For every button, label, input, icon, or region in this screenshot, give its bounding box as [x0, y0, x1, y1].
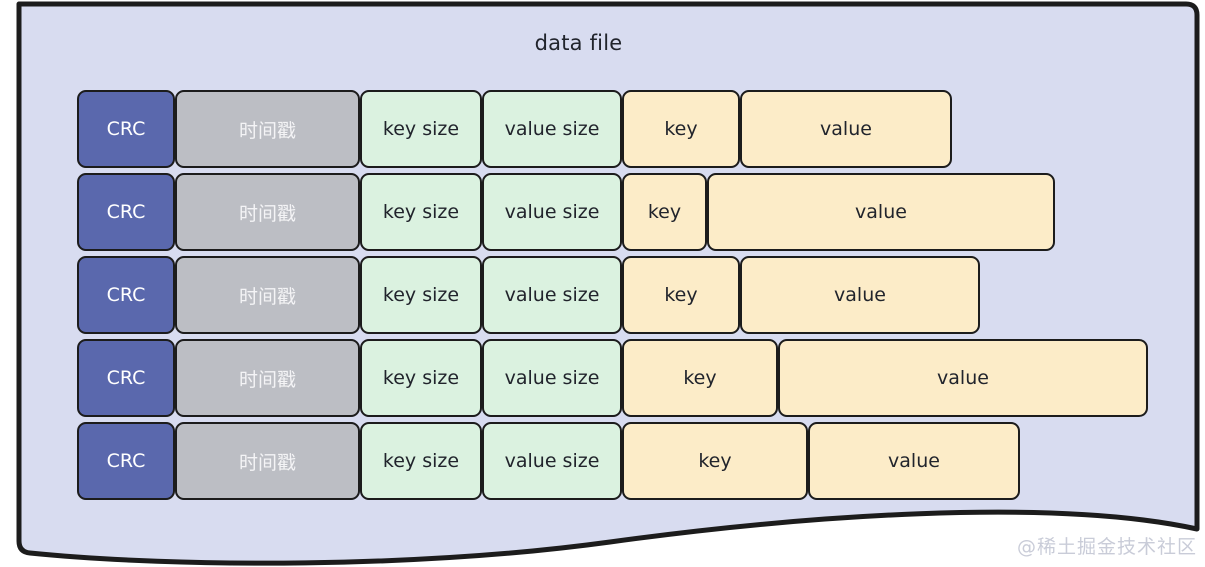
- field-value-size[interactable]: value size: [482, 173, 622, 251]
- field-timestamp[interactable]: 时间戳: [175, 173, 360, 251]
- field-value[interactable]: value: [740, 256, 980, 334]
- field-crc[interactable]: CRC: [77, 90, 175, 168]
- field-key[interactable]: key: [622, 173, 707, 251]
- field-key[interactable]: key: [622, 339, 778, 417]
- watermark: @稀土掘金技术社区: [1016, 536, 1197, 558]
- field-key-size[interactable]: key size: [360, 422, 482, 500]
- field-timestamp[interactable]: 时间戳: [175, 422, 360, 500]
- field-value[interactable]: value: [778, 339, 1148, 417]
- field-value[interactable]: value: [740, 90, 952, 168]
- field-key[interactable]: key: [622, 422, 808, 500]
- field-key[interactable]: key: [622, 90, 740, 168]
- field-value-size[interactable]: value size: [482, 256, 622, 334]
- field-value-size[interactable]: value size: [482, 339, 622, 417]
- field-timestamp[interactable]: 时间戳: [175, 339, 360, 417]
- field-key-size[interactable]: key size: [360, 256, 482, 334]
- field-crc[interactable]: CRC: [77, 422, 175, 500]
- field-key-size[interactable]: key size: [360, 90, 482, 168]
- field-crc[interactable]: CRC: [77, 256, 175, 334]
- field-value[interactable]: value: [808, 422, 1020, 500]
- field-crc[interactable]: CRC: [77, 339, 175, 417]
- field-timestamp[interactable]: 时间戳: [175, 256, 360, 334]
- field-timestamp[interactable]: 时间戳: [175, 90, 360, 168]
- field-value[interactable]: value: [707, 173, 1055, 251]
- field-key-size[interactable]: key size: [360, 173, 482, 251]
- field-key[interactable]: key: [622, 256, 740, 334]
- field-value-size[interactable]: value size: [482, 90, 622, 168]
- field-value-size[interactable]: value size: [482, 422, 622, 500]
- page-title: data file: [534, 31, 623, 55]
- field-crc[interactable]: CRC: [77, 173, 175, 251]
- field-key-size[interactable]: key size: [360, 339, 482, 417]
